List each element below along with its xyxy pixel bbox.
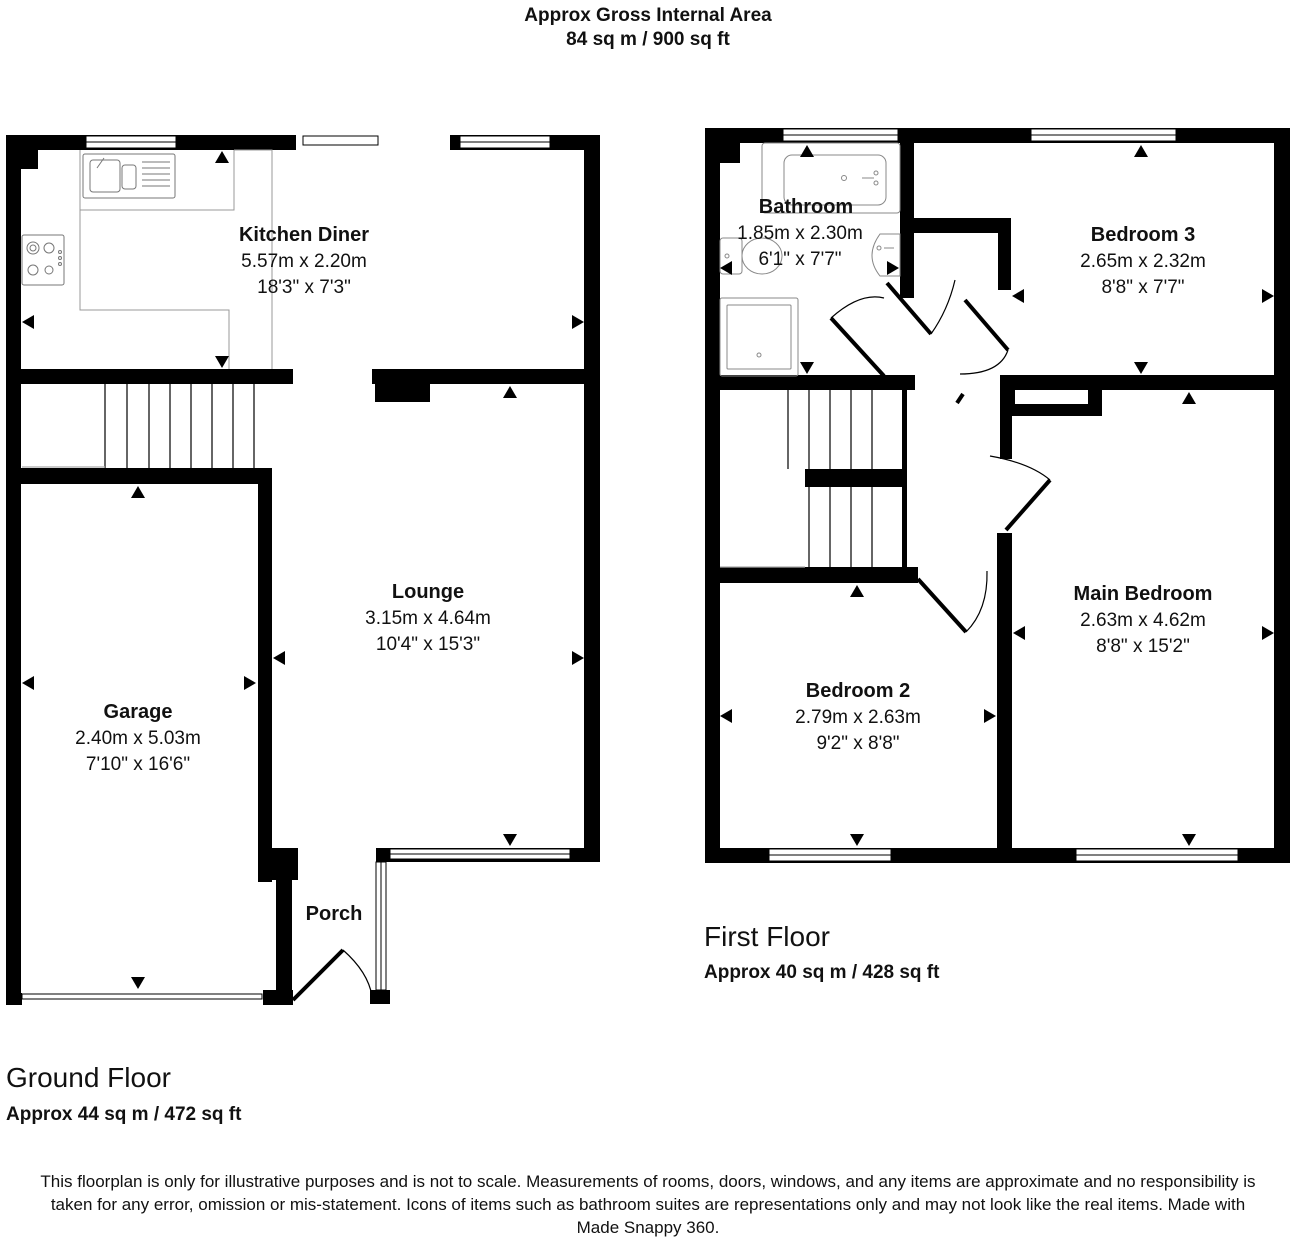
main-bedroom-metric: 2.63m x 4.62m [1080, 610, 1206, 631]
gia-value: 84 sq m / 900 sq ft [566, 29, 730, 50]
first-floor-title: First Floor [704, 921, 830, 952]
disclaimer: This floorplan is only for illustrative … [40, 1172, 1256, 1237]
hob-icon [21, 234, 65, 286]
bedroom-3-metric: 2.65m x 2.32m [1080, 251, 1206, 272]
ground-floor-area: Approx 44 sq m / 472 sq ft [6, 1104, 242, 1125]
lounge-imperial: 10'4" x 15'3" [376, 634, 480, 655]
sliding-door [302, 135, 379, 146]
porch-label: Porch [306, 903, 363, 925]
shower-tray-icon [719, 297, 799, 377]
kitchen-diner-label: Kitchen Diner [239, 224, 369, 246]
bathtub-icon [761, 142, 901, 214]
bathroom-metric: 1.85m x 2.30m [737, 223, 863, 244]
bedroom-3-label: Bedroom 3 [1091, 224, 1195, 246]
stairs [720, 390, 873, 568]
kitchen-diner-metric: 5.57m x 2.20m [241, 251, 367, 272]
first-floor-windows [768, 128, 1239, 862]
garage-label: Garage [104, 701, 173, 723]
porch-door [291, 948, 373, 1002]
basin-icon [871, 233, 901, 277]
first-floor-doors [829, 279, 1052, 634]
kitchen-diner-imperial: 18'3" x 7'3" [257, 277, 351, 298]
ground-floor-title: Ground Floor [6, 1062, 171, 1093]
main-bedroom-imperial: 8'8" x 15'2" [1096, 636, 1190, 657]
lounge-metric: 3.15m x 4.64m [365, 608, 491, 629]
bedroom-2-metric: 2.79m x 2.63m [795, 707, 921, 728]
main-bedroom-label: Main Bedroom [1074, 583, 1213, 605]
bathroom-imperial: 6'1" x 7'7" [758, 249, 841, 270]
garage-imperial: 7'10" x 16'6" [86, 754, 190, 775]
bedroom-2-label: Bedroom 2 [806, 680, 910, 702]
ground-floor-windows [21, 135, 571, 1000]
gross-internal-area: Approx Gross Internal Area 84 sq m / 900… [0, 4, 1296, 52]
lounge-label: Lounge [392, 581, 464, 603]
worktop [79, 150, 235, 211]
bathroom-label: Bathroom [759, 196, 853, 218]
first-floor-area: Approx 40 sq m / 428 sq ft [704, 962, 940, 983]
stairs [22, 384, 255, 468]
first-floor-plan: Bathroom 1.85m x 2.30m 6'1" x 7'7" Bedro… [705, 128, 1290, 863]
bedroom-3-imperial: 8'8" x 7'7" [1101, 277, 1184, 298]
worktop-edge [79, 210, 230, 369]
gia-label: Approx Gross Internal Area [524, 5, 772, 26]
ground-floor-plan: Kitchen Diner 5.57m x 2.20m 18'3" x 7'3"… [6, 135, 600, 1005]
garage-metric: 2.40m x 5.03m [75, 728, 201, 749]
bedroom-2-imperial: 9'2" x 8'8" [816, 733, 899, 754]
sink-icon [82, 153, 176, 199]
worktop-right [234, 149, 273, 369]
